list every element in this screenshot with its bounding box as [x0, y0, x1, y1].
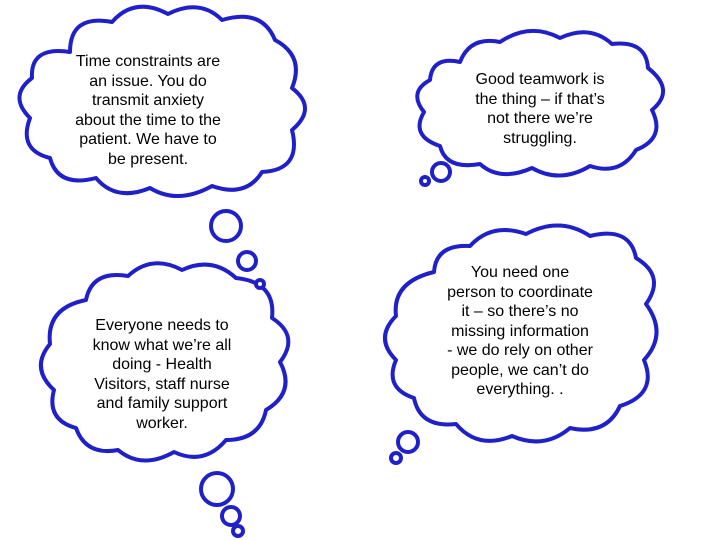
trail-circle: [199, 471, 235, 507]
trail-circle: [254, 278, 266, 290]
bubble-2-text: Good teamwork is the thing – if that’s n…: [475, 71, 605, 147]
trail-circle: [430, 161, 452, 183]
trail-circle: [220, 505, 242, 527]
trail-circle: [209, 209, 243, 243]
trail-circle: [389, 451, 403, 465]
trail-circle: [396, 430, 420, 454]
bubble-3-text: Everyone needs to know what we’re all do…: [92, 317, 232, 432]
bubble-4-text: You need one person to coordinate it – s…: [447, 264, 593, 398]
trail-circle: [236, 250, 258, 272]
thought-cloud-1: [17, 4, 307, 198]
trail-circle: [419, 175, 431, 187]
thought-cloud-2: [415, 28, 665, 178]
thought-cloud-4: [383, 223, 659, 444]
bubble-1-text: Time constraints are an issue. You do tr…: [75, 53, 221, 168]
thought-cloud-3: [39, 261, 291, 463]
trail-circle: [231, 524, 245, 538]
